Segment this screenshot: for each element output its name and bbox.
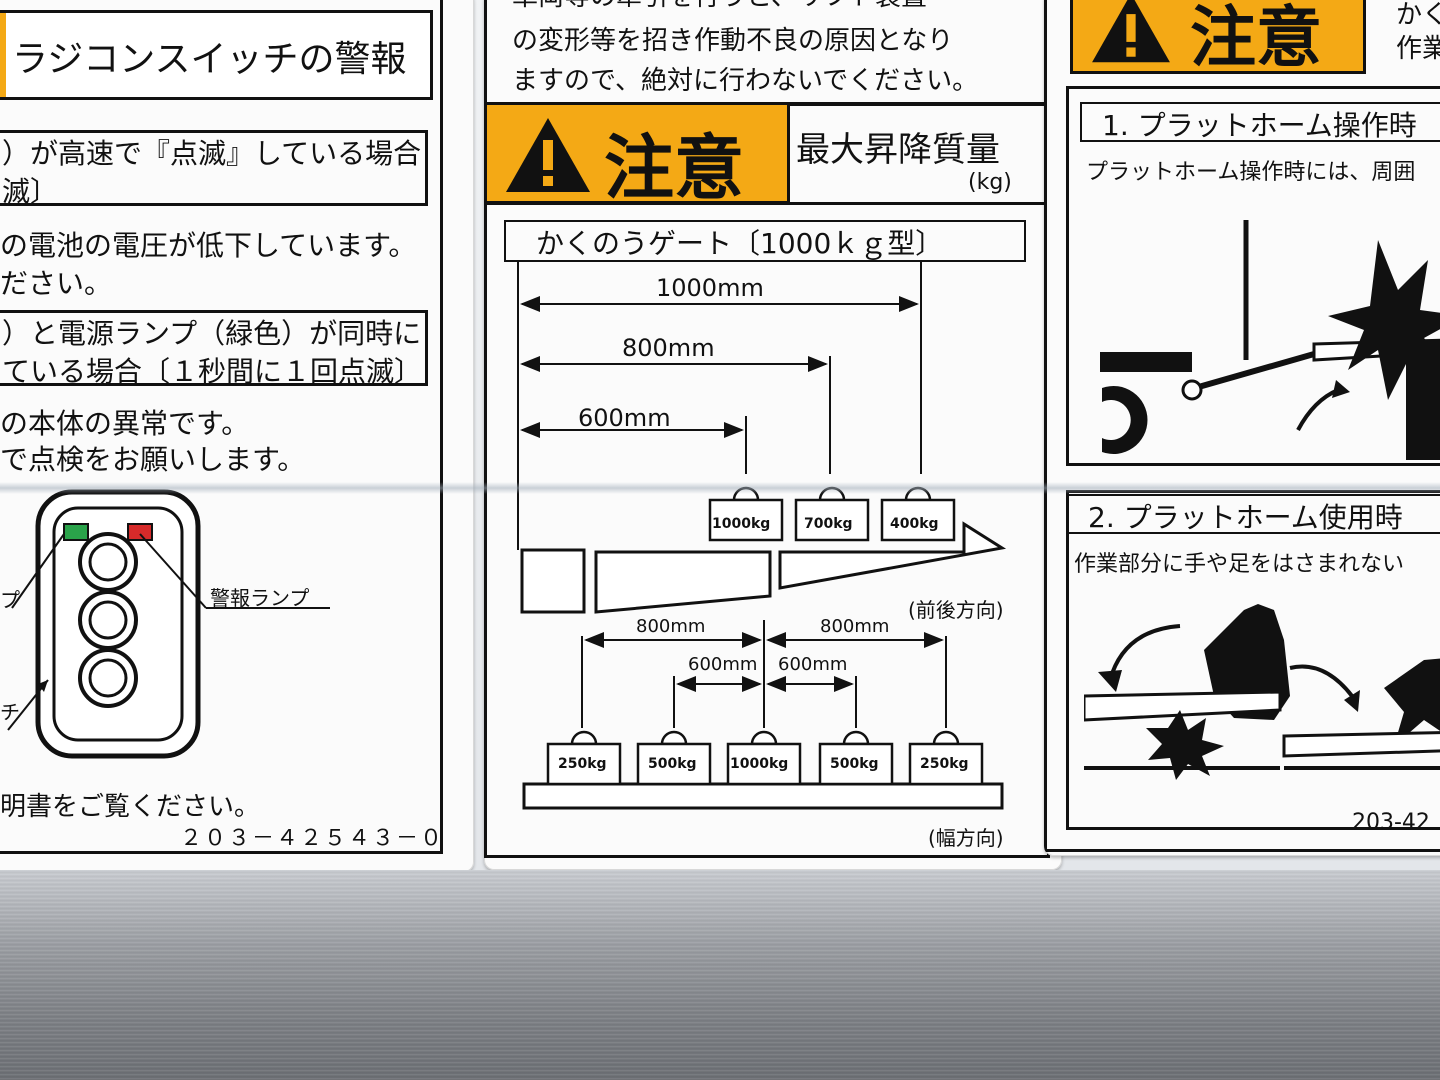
left-header-box	[2, 10, 433, 100]
dim-label-600: 600mm	[578, 404, 671, 432]
left-text1-line1: の電池の電圧が低下しています。	[0, 229, 417, 262]
max-load-title: 最大昇降質量	[796, 130, 1000, 170]
left-box1-line2: 滅〕	[2, 175, 59, 208]
left-box2-line2: ている場合〔１秒間に１回点滅〕	[2, 355, 423, 388]
weight-w-500-left	[636, 730, 712, 786]
gate-title: かくのうゲート〔1000ｋｇ型〕	[536, 227, 944, 260]
left-footer-text: 明書をご覧ください。	[0, 792, 261, 822]
left-text1-line2: ださい。	[0, 267, 113, 300]
warning-triangle-icon-right	[1092, 0, 1170, 63]
weight-w-500-right-label: 500kg	[830, 756, 879, 772]
left-part-number: ２０３－４２５４３－０	[180, 826, 445, 851]
right-section2-text: 作業部分に手や足をはさまれない	[1074, 552, 1405, 577]
label-alarm-lamp: 警報ランプ	[210, 586, 310, 610]
width-dim-outer-right: 800mm	[820, 616, 890, 637]
weight-fb-1000-label: 1000kg	[712, 516, 771, 532]
platform-operation-illustration	[1100, 220, 1440, 460]
left-box2-line1: ）と電源ランプ（緑色）が同時に	[2, 317, 422, 350]
weight-w-500-right	[818, 730, 894, 786]
right-side-text-1: かく	[1396, 0, 1440, 30]
weight-fb-1000	[708, 486, 784, 542]
direction-front-back: (前後方向)	[908, 598, 1004, 622]
width-dim-inner-right: 600mm	[778, 654, 848, 675]
left-sticker: ラジコンスイッチの警報 ）が高速で『点滅』している場合 滅〕 の電池の電圧が低下…	[0, 0, 474, 872]
left-header-text: ラジコンスイッチの警報	[12, 39, 407, 80]
right-section1-frame	[1066, 86, 1440, 466]
weight-fb-400-label: 400kg	[890, 516, 939, 532]
right-section2-title-box	[1066, 494, 1440, 534]
right-section1-text: プラットホーム操作時には、周囲	[1086, 160, 1416, 185]
right-section1-title: 1. プラットホーム操作時	[1102, 109, 1417, 142]
width-diagram	[522, 620, 1004, 810]
label-cut1: プ	[0, 588, 20, 612]
dim-label-1000: 1000mm	[656, 274, 764, 302]
weight-fb-700-label: 700kg	[804, 516, 853, 532]
right-sticker-frame	[1044, 0, 1440, 852]
center-top-line1: 車両等の牽引を行うと、リフト装置	[512, 0, 927, 13]
center-divider	[484, 202, 1050, 205]
center-caution-text: 注意	[604, 127, 744, 209]
center-sticker: 車両等の牽引を行うと、リフト装置 の変形等を招き作動不良の原因となり ますので、…	[484, 0, 1062, 870]
warning-triangle-icon	[506, 118, 590, 192]
right-section1-title-box	[1080, 102, 1440, 142]
width-dim-outer-left: 800mm	[636, 616, 706, 637]
direction-width: (幅方向)	[928, 826, 1004, 850]
center-top-line3: ますので、絶対に行わないでください。	[512, 66, 979, 96]
weight-w-1000-label: 1000kg	[730, 756, 789, 772]
weight-w-1000	[726, 730, 802, 786]
front-back-diagram	[517, 260, 1007, 614]
right-sticker: 注意 かく 作業 1. プラットホーム操作時 プラットホーム操作時には、周囲 2…	[1044, 0, 1440, 856]
right-side-text-2: 作業	[1396, 34, 1440, 64]
width-dim-inner-left: 600mm	[688, 654, 758, 675]
weight-fb-700	[794, 486, 870, 542]
left-text2-line2: で点検をお願いします。	[0, 443, 306, 476]
left-box2	[0, 310, 428, 386]
weight-w-250-left-label: 250kg	[558, 756, 607, 772]
left-sticker-frame	[0, 0, 443, 854]
weight-w-250-right-label: 250kg	[920, 756, 969, 772]
left-box1-line1: ）が高速で『点滅』している場合	[2, 137, 422, 170]
weight-w-500-left-label: 500kg	[648, 756, 697, 772]
dim-label-800: 800mm	[622, 334, 715, 362]
remote-control-illustration	[7, 489, 330, 759]
max-load-unit: (kg)	[968, 170, 1012, 195]
right-section2-title: 2. プラットホーム使用時	[1088, 501, 1403, 534]
left-header-yellow	[0, 10, 6, 100]
weight-w-250-right	[908, 730, 984, 786]
weight-w-250-left	[546, 730, 622, 786]
left-box1	[0, 130, 428, 206]
center-top-line2: の変形等を招き作動不良の原因となり	[512, 26, 954, 56]
hand-pinch-illustration	[1084, 604, 1440, 780]
gate-title-box	[504, 220, 1026, 262]
weight-fb-400	[880, 486, 956, 542]
left-text2-line1: の本体の異常です。	[0, 407, 250, 440]
right-part-number: 203-42	[1352, 810, 1430, 835]
right-caution-text: 注意	[1190, 0, 1322, 76]
label-cut2: チ	[0, 700, 20, 724]
aluminum-panel	[0, 870, 1440, 1080]
